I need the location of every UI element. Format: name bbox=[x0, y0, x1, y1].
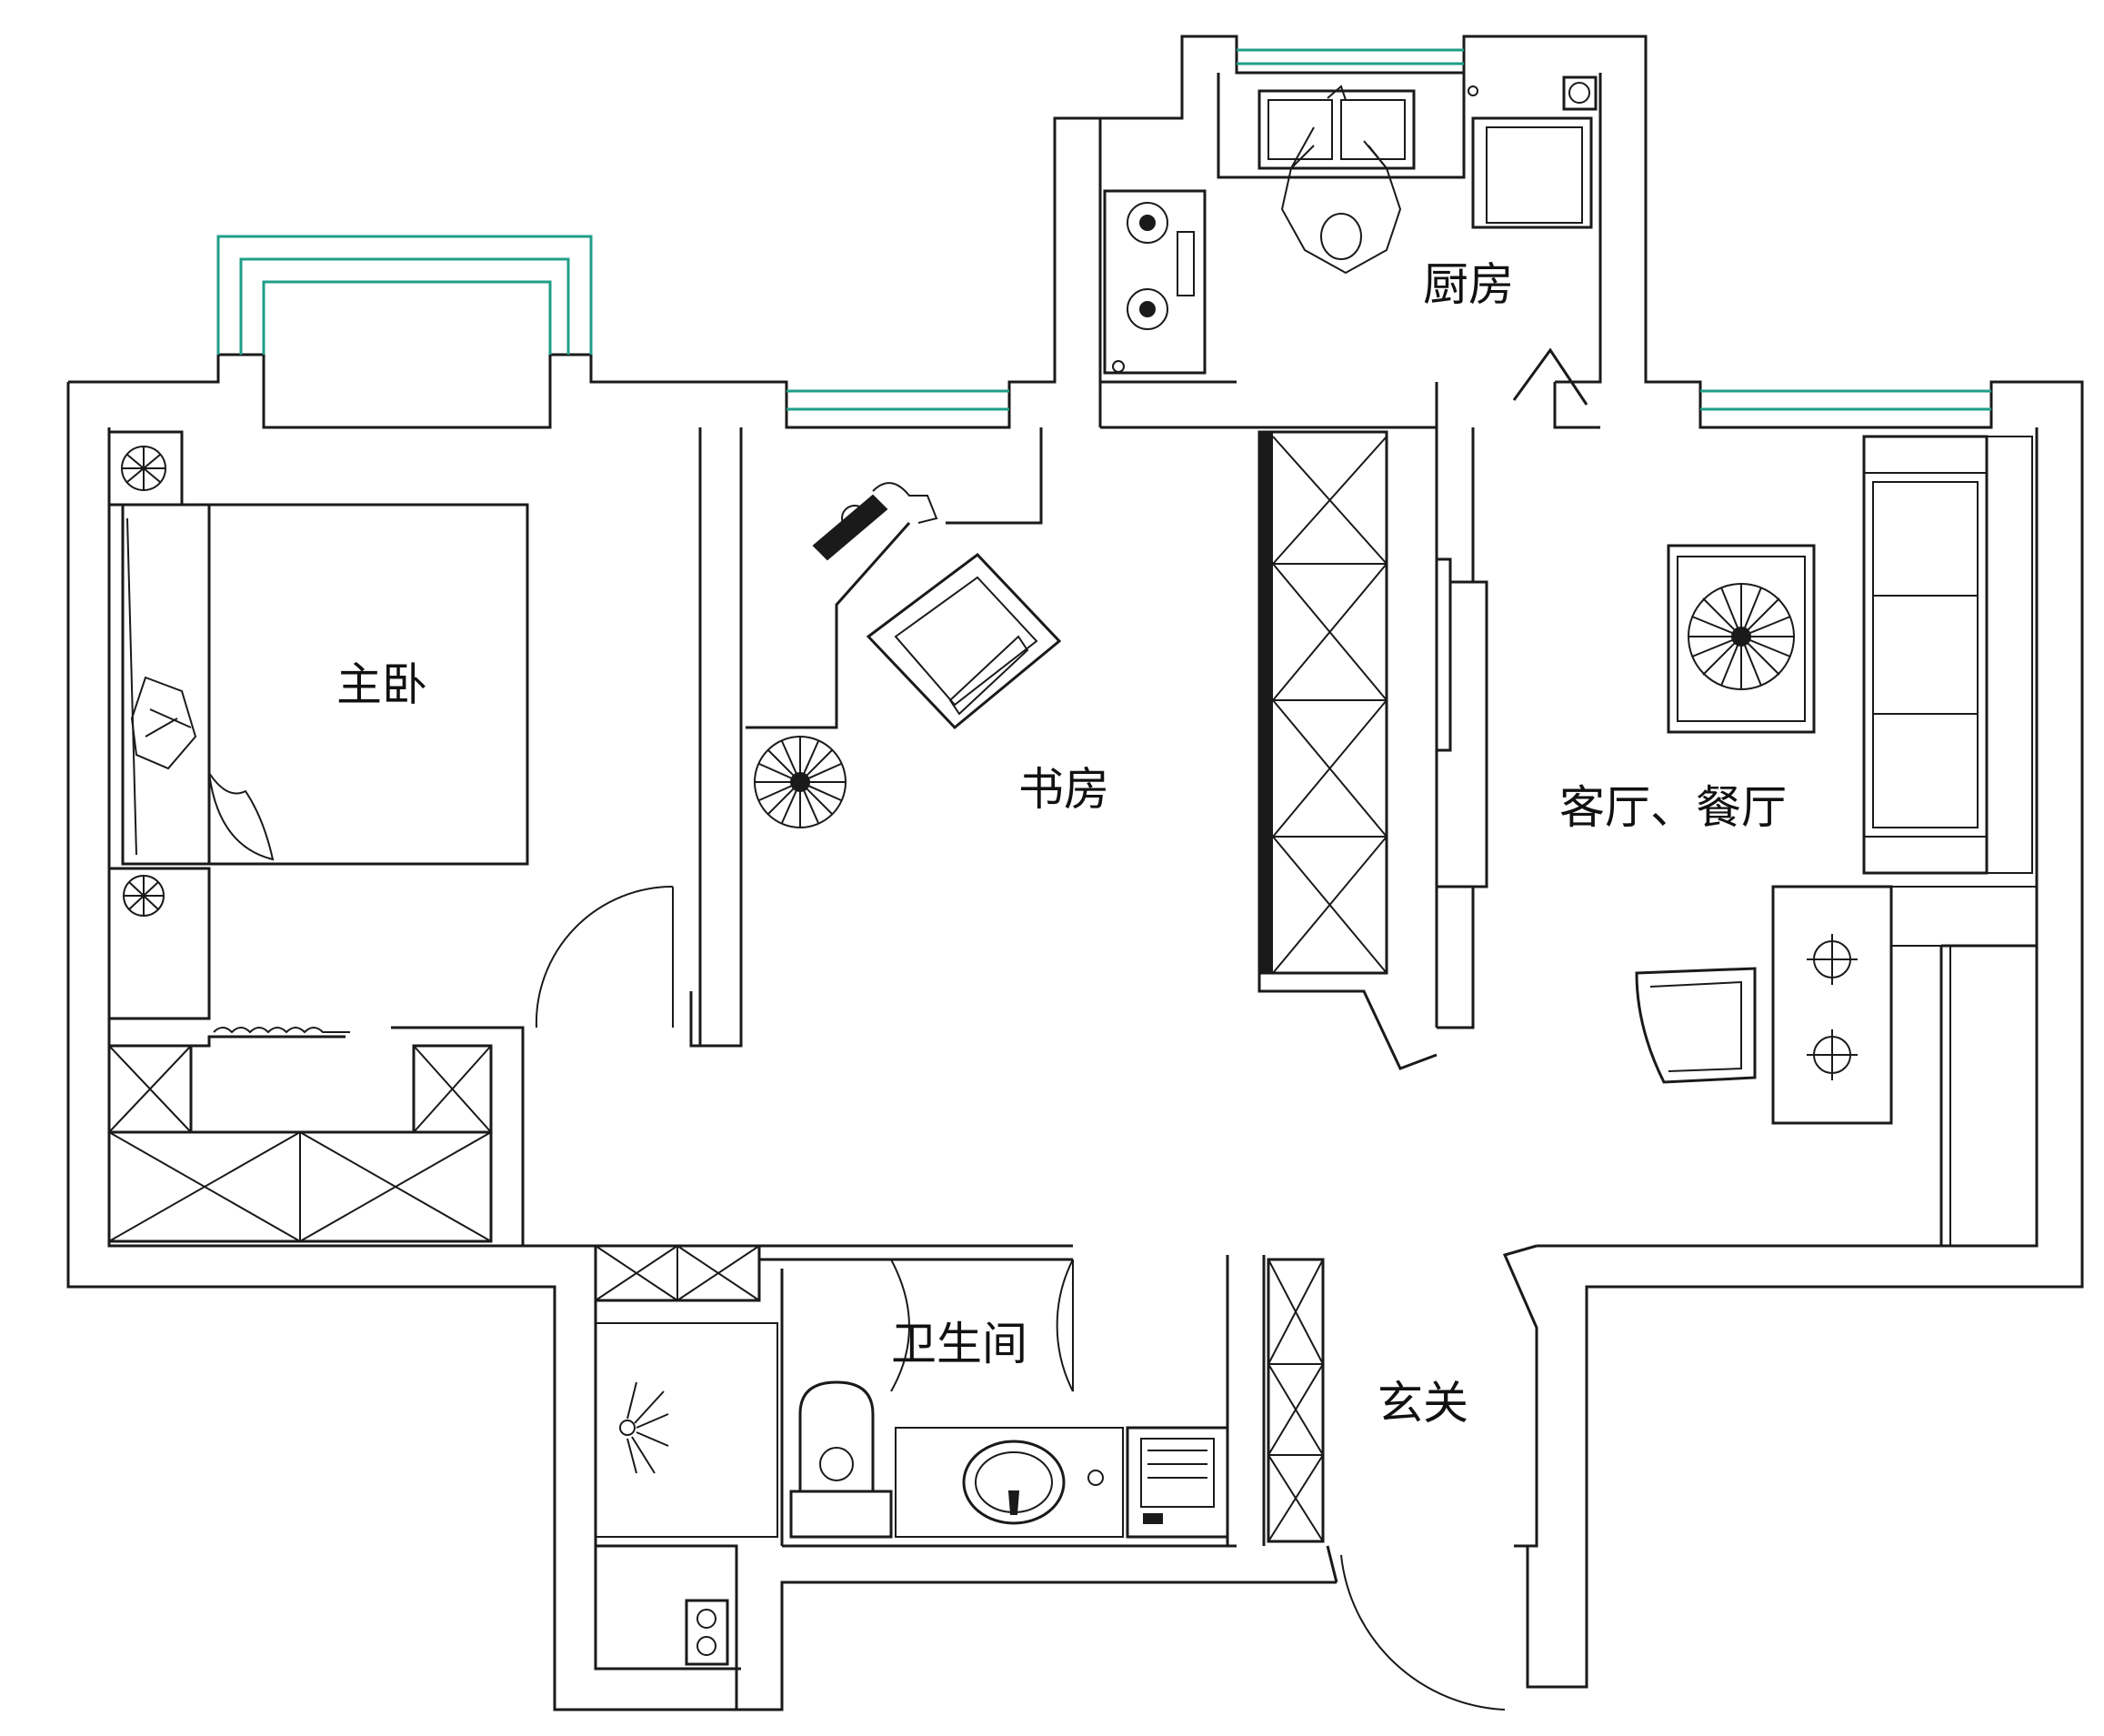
shoe-cabinet bbox=[1267, 1258, 1325, 1543]
living-dining-furniture bbox=[1435, 435, 2038, 1247]
label-entrance: 玄关 bbox=[1378, 1377, 1468, 1430]
study-furniture bbox=[754, 430, 1438, 1070]
outer-walls bbox=[66, 35, 2084, 1711]
cooktop bbox=[1103, 189, 1207, 375]
kitchen-sink bbox=[1257, 89, 1416, 170]
washing-machine bbox=[1126, 1426, 1229, 1539]
person-figure bbox=[1280, 126, 1402, 275]
floor-drain bbox=[685, 1599, 729, 1666]
room-labels: 主卧 书房 厨房 客厅、餐厅 卫生间 玄关 bbox=[336, 258, 1787, 1430]
table-plant bbox=[1688, 583, 1795, 690]
study-plant bbox=[754, 736, 847, 828]
label-master-bedroom: 主卧 bbox=[336, 658, 427, 711]
bedroom-furniture bbox=[107, 430, 674, 1243]
shower-area bbox=[595, 1322, 778, 1538]
sofa bbox=[1862, 435, 1989, 875]
study-bookcase bbox=[1257, 430, 1388, 975]
label-bathroom: 卫生间 bbox=[891, 1318, 1027, 1370]
study-armchair bbox=[866, 552, 1062, 730]
bed bbox=[121, 503, 529, 866]
kitchen-furniture bbox=[1103, 75, 1598, 406]
place-setting-2 bbox=[1807, 1029, 1858, 1080]
bathroom-furniture bbox=[594, 1244, 1229, 1666]
dining-chair bbox=[1635, 967, 1757, 1084]
label-study: 书房 bbox=[1018, 763, 1109, 816]
entrance-furniture bbox=[1267, 1258, 1506, 1711]
nightstand-bottom bbox=[107, 867, 211, 1020]
vanity bbox=[895, 1427, 1124, 1538]
place-setting-1 bbox=[1807, 934, 1858, 985]
tv bbox=[1435, 557, 1452, 752]
label-kitchen: 厨房 bbox=[1423, 258, 1514, 311]
dining-table bbox=[1771, 885, 1893, 1125]
label-living-dining: 客厅、餐厅 bbox=[1559, 781, 1787, 834]
basin bbox=[962, 1440, 1066, 1525]
toilet bbox=[789, 1380, 893, 1539]
shower-head bbox=[619, 1381, 669, 1474]
windows bbox=[216, 48, 1991, 411]
refrigerator bbox=[1471, 116, 1593, 229]
